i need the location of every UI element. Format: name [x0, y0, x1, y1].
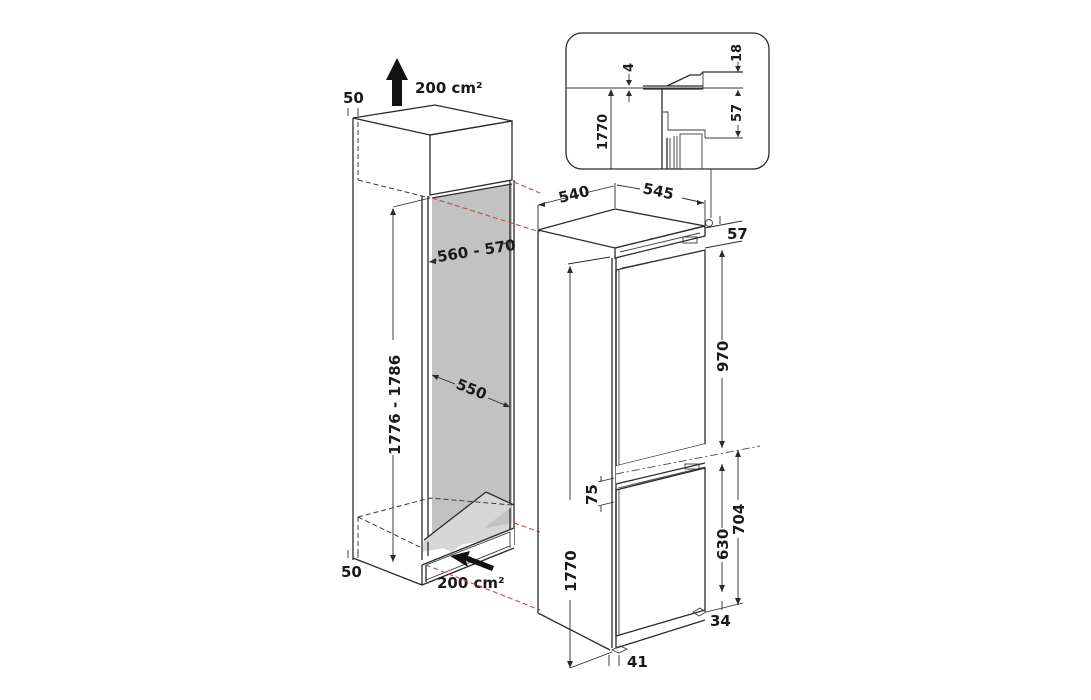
top-gap-label: 50: [343, 89, 364, 107]
inset-height-label: 1770: [596, 114, 611, 150]
inset-hinge-height-label: 57: [730, 104, 745, 122]
freezer-door-height-label: 630: [714, 529, 732, 560]
vent-up-arrow-icon: [386, 58, 408, 106]
freezer-to-floor-label: 704: [730, 504, 748, 535]
bottom-gap-label: 50: [341, 563, 362, 581]
detail-inset: 1770 4 18 57: [565, 32, 770, 227]
alignment-guides: [425, 181, 541, 611]
fridge-door-height-label: 970: [714, 341, 732, 372]
appliance-width-label: 545: [641, 179, 675, 203]
total-height-label: 1770: [562, 550, 580, 592]
foot-offset-label: 41: [627, 653, 648, 671]
cabinet: 200 cm² 200 cm² 50 50 1776 - 1786 560 - …: [341, 58, 517, 592]
inset-gap-label: 4: [622, 63, 637, 72]
top-clearance-label: 57: [727, 225, 748, 243]
appliance: 540 545 57 970 704 630 34: [537, 179, 761, 671]
vent-in-arrow-icon: [450, 551, 494, 571]
door-gap-label: 75: [583, 484, 601, 505]
appliance-depth-label: 540: [557, 182, 592, 207]
niche-height-label: 1776 - 1786: [386, 355, 404, 455]
top-vent-label: 200 cm²: [415, 79, 483, 97]
foot-height-label: 34: [710, 612, 731, 630]
inset-top-step-label: 18: [730, 44, 745, 62]
